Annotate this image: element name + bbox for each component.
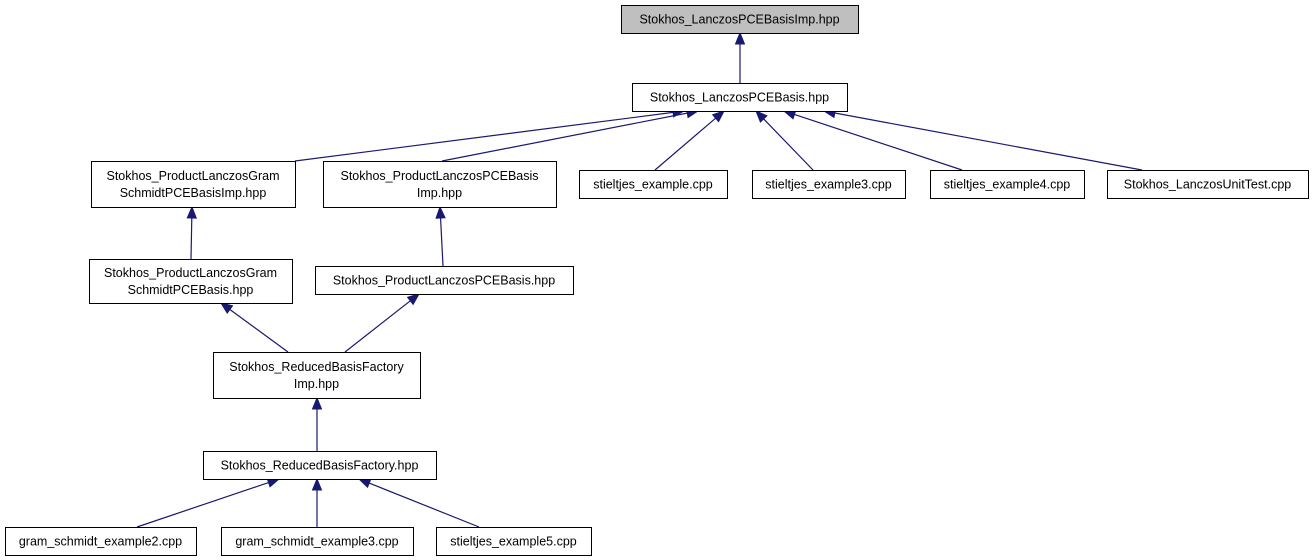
- edge-n5-to-n1: [755, 110, 814, 171]
- node-n12[interactable]: gram_schmidt_example2.cpp: [5, 527, 197, 556]
- edge-n4-to-n1: [654, 110, 726, 171]
- node-n0[interactable]: Stokhos_LanczosPCEBasisImp.hpp: [621, 5, 859, 34]
- edge-n10-to-n9: [344, 293, 421, 353]
- edge-n14-to-n11: [357, 478, 480, 528]
- node-label: Imp.hpp: [294, 377, 339, 391]
- node-label: stieltjes_example3.cpp: [765, 178, 892, 192]
- arrow-head-icon: [734, 31, 746, 45]
- node-label: Stokhos_LanczosPCEBasis.hpp: [650, 91, 829, 105]
- node-label: stieltjes_example.cpp: [593, 178, 713, 192]
- node-box[interactable]: [579, 170, 728, 199]
- edge-line: [344, 300, 411, 353]
- edge-n2-to-n1: [294, 107, 686, 162]
- node-n11[interactable]: Stokhos_ReducedBasisFactory.hpp: [203, 451, 437, 480]
- node-n2[interactable]: Stokhos_ProductLanczosGramSchmidtPCEBasi…: [91, 161, 296, 208]
- node-label: Stokhos_ProductLanczosPCEBasis.hpp: [333, 274, 555, 288]
- edge-line: [136, 481, 269, 528]
- node-n6[interactable]: stieltjes_example4.cpp: [930, 170, 1085, 199]
- node-label: SchmidtPCEBasis.hpp: [128, 283, 254, 297]
- edge-line: [654, 117, 717, 171]
- arrow-head-icon: [435, 205, 446, 219]
- node-n14[interactable]: stieltjes_example5.cpp: [436, 527, 592, 556]
- arrow-head-icon: [406, 293, 421, 306]
- node-box[interactable]: [930, 170, 1085, 199]
- node-box[interactable]: [621, 5, 859, 34]
- edge-line: [368, 482, 480, 528]
- node-n7[interactable]: Stokhos_LanczosUnitTest.cpp: [1107, 170, 1309, 199]
- edges-layer: [136, 31, 1143, 528]
- edge-line: [229, 309, 289, 353]
- edge-n13-to-n11: [311, 477, 323, 527]
- node-box[interactable]: [315, 266, 574, 295]
- node-n9[interactable]: Stokhos_ProductLanczosPCEBasis.hpp: [315, 266, 574, 295]
- node-n5[interactable]: stieltjes_example3.cpp: [752, 170, 906, 199]
- edge-n1-to-n0: [734, 31, 746, 83]
- edge-line: [294, 111, 674, 162]
- nodes-layer: Stokhos_LanczosPCEBasisImp.hppStokhos_La…: [5, 5, 1309, 556]
- node-n8[interactable]: Stokhos_ProductLanczosGramSchmidtPCEBasi…: [89, 259, 293, 304]
- node-label: stieltjes_example5.cpp: [450, 535, 577, 549]
- node-n13[interactable]: gram_schmidt_example3.cpp: [221, 527, 414, 556]
- arrow-head-icon: [755, 110, 768, 123]
- edge-n6-to-n1: [782, 109, 963, 171]
- edge-n8-to-n2: [186, 205, 198, 260]
- edge-n7-to-n1: [822, 107, 1143, 171]
- node-n1[interactable]: Stokhos_LanczosPCEBasis.hpp: [632, 83, 848, 112]
- arrow-head-icon: [357, 478, 372, 489]
- edge-line: [763, 118, 814, 171]
- node-box[interactable]: [89, 259, 293, 304]
- node-label: Stokhos_ProductLanczosPCEBasis: [340, 169, 538, 183]
- node-label: Stokhos_ReducedBasisFactory: [229, 360, 404, 374]
- arrow-head-icon: [311, 396, 323, 410]
- edge-n3-to-n1: [441, 108, 700, 162]
- arrow-head-icon: [711, 110, 726, 123]
- node-label: Stokhos_LanczosUnitTest.cpp: [1124, 178, 1292, 192]
- edge-line: [190, 217, 193, 260]
- node-label: Stokhos_LanczosPCEBasisImp.hpp: [639, 13, 839, 27]
- edge-line: [834, 112, 1143, 171]
- node-box[interactable]: [436, 527, 592, 556]
- node-label: SchmidtPCEBasisImp.hpp: [120, 186, 267, 200]
- node-label: Stokhos_ProductLanczosGram: [106, 169, 279, 183]
- node-label: gram_schmidt_example2.cpp: [19, 535, 182, 549]
- node-box[interactable]: [213, 352, 421, 399]
- edge-line: [441, 112, 688, 162]
- node-box[interactable]: [221, 527, 414, 556]
- node-n4[interactable]: stieltjes_example.cpp: [579, 170, 728, 199]
- edge-line: [439, 217, 444, 267]
- edge-n10-to-n8: [219, 302, 289, 353]
- node-label: Stokhos_ProductLanczosGram: [104, 266, 277, 280]
- node-box[interactable]: [632, 83, 848, 112]
- node-box[interactable]: [91, 161, 296, 208]
- edge-n11-to-n10: [311, 396, 323, 451]
- edge-n12-to-n11: [136, 477, 281, 528]
- edge-line: [794, 113, 963, 171]
- node-box[interactable]: [5, 527, 197, 556]
- arrow-head-icon: [186, 205, 198, 219]
- node-box[interactable]: [323, 161, 557, 208]
- arrow-head-icon: [311, 477, 323, 491]
- node-box[interactable]: [752, 170, 906, 199]
- arrow-head-icon: [219, 302, 234, 315]
- node-label: Imp.hpp: [417, 186, 462, 200]
- node-box[interactable]: [203, 451, 437, 480]
- node-box[interactable]: [1107, 170, 1309, 199]
- node-label: gram_schmidt_example3.cpp: [235, 535, 398, 549]
- node-label: stieltjes_example4.cpp: [944, 178, 1071, 192]
- node-label: Stokhos_ReducedBasisFactory.hpp: [221, 459, 419, 473]
- edge-n9-to-n3: [435, 205, 446, 267]
